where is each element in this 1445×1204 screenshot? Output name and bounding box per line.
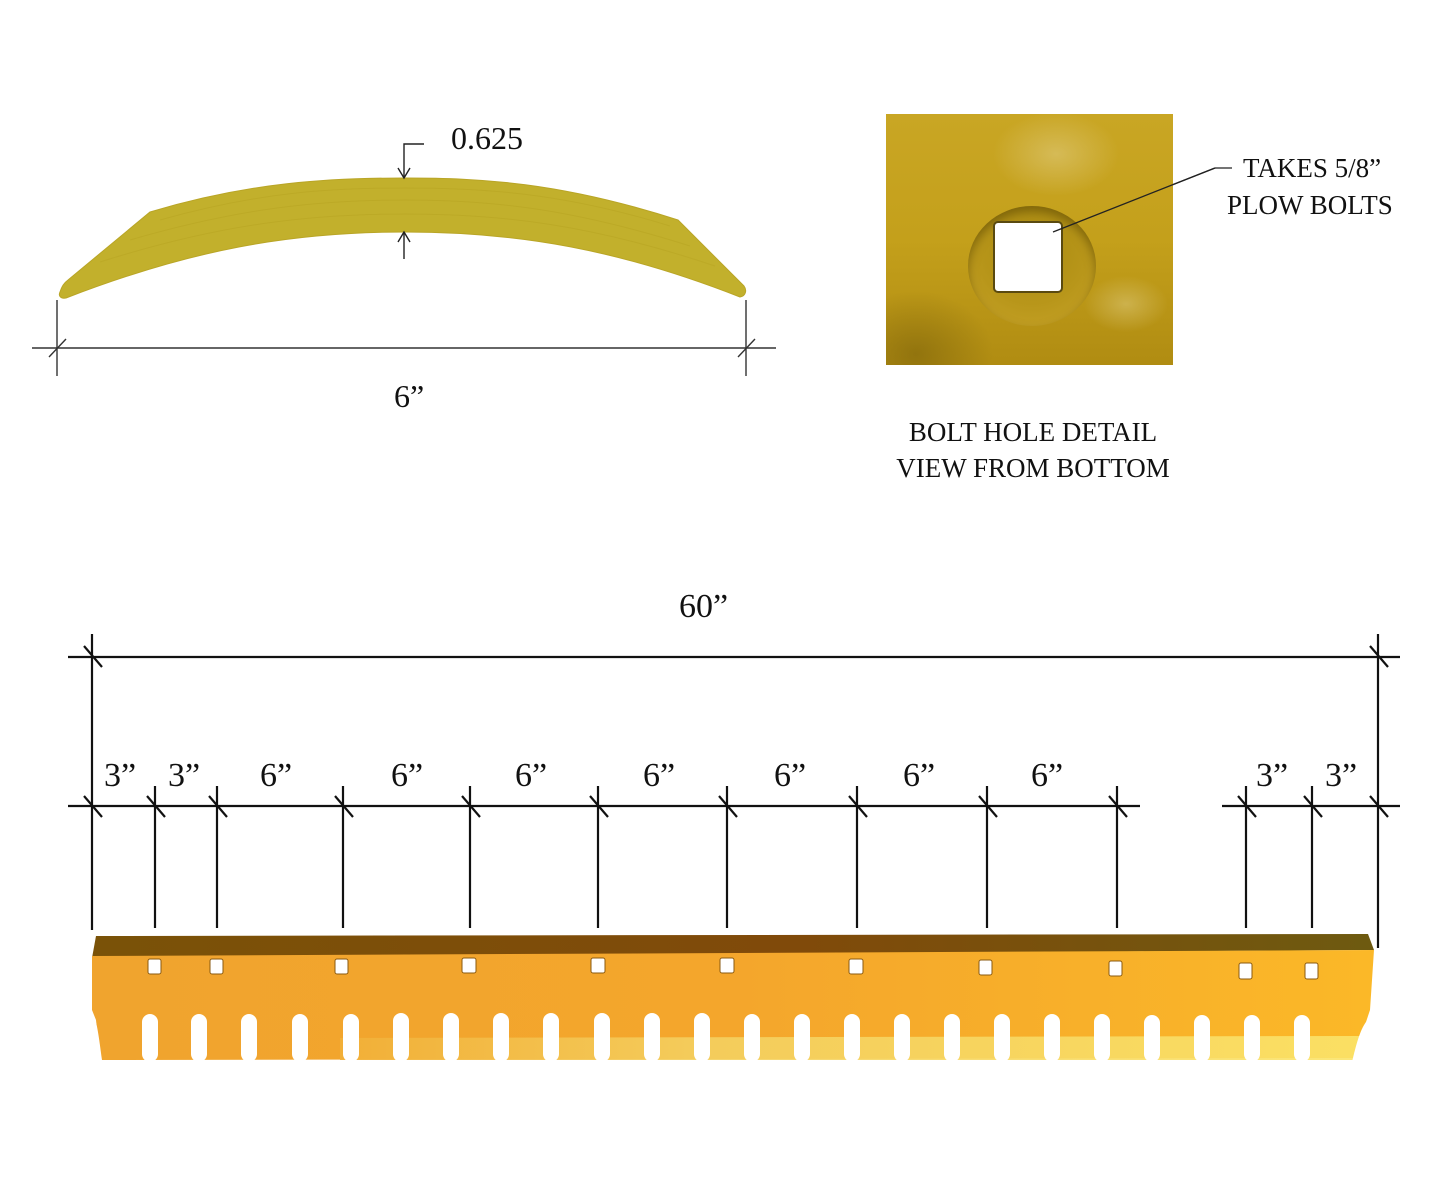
thickness-label: 0.625 xyxy=(451,120,523,156)
spacing-label: 6” xyxy=(903,757,936,794)
spacing-label: 3” xyxy=(1256,757,1289,794)
spacing-label: 3” xyxy=(104,757,137,794)
width-dimension xyxy=(32,300,776,376)
spacing-label: 6” xyxy=(1031,757,1064,794)
blade-bolt-holes xyxy=(147,957,1319,980)
spacing-label: 6” xyxy=(643,757,676,794)
thickness-dimension xyxy=(397,143,424,259)
detail-caption: BOLT HOLE DETAIL VIEW FROM BOTTOM xyxy=(878,414,1188,486)
spacing-label: 3” xyxy=(1325,757,1358,794)
profile-grain xyxy=(99,187,716,267)
spacing-label: 6” xyxy=(774,757,807,794)
spacing-label: 3” xyxy=(168,757,201,794)
blade-cross-section xyxy=(58,177,747,299)
square-bolt-hole xyxy=(993,221,1063,293)
detail-caption-line2: VIEW FROM BOTTOM xyxy=(896,453,1170,483)
overall-length-label: 60” xyxy=(679,588,729,625)
serration-slots xyxy=(90,1010,1380,1062)
bolt-hole-photo xyxy=(886,114,1173,365)
detail-caption-line1: BOLT HOLE DETAIL xyxy=(908,417,1158,447)
bolt-callout-line2: PLOW BOLTS xyxy=(1227,190,1393,220)
spacing-label: 6” xyxy=(515,757,548,794)
bolt-callout-line1: TAKES 5/8” xyxy=(1243,153,1382,183)
profile-width-label: 6” xyxy=(394,378,425,414)
overall-length-dimension xyxy=(68,634,1400,948)
spacing-label: 6” xyxy=(391,757,424,794)
spacing-label: 6” xyxy=(260,757,293,794)
spacing-dimension-line xyxy=(68,786,1400,928)
